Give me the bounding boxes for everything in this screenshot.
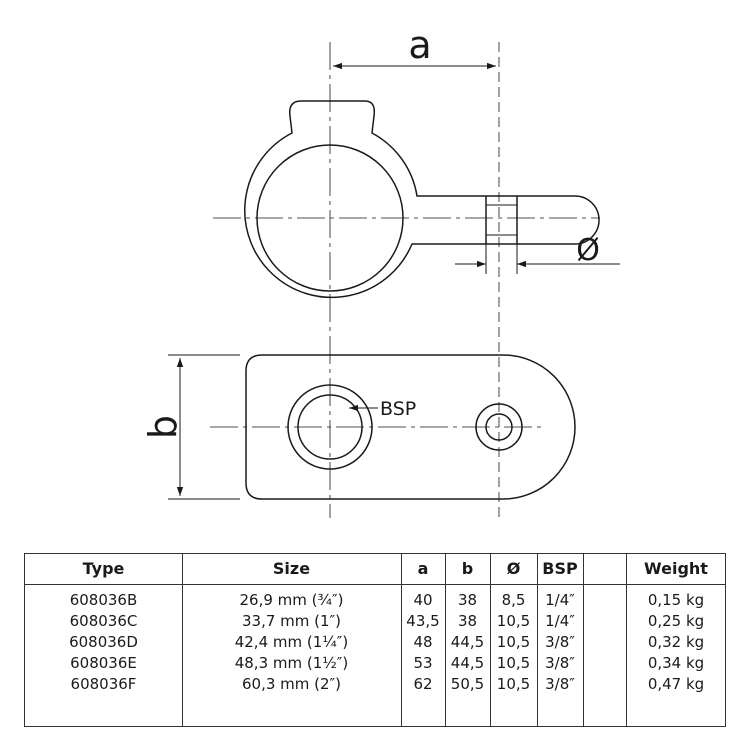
cell-size: 60,3 mm (2″) — [241, 675, 341, 693]
cell-diameter: 10,5 — [496, 654, 531, 672]
cell-size: 26,9 mm (¾″) — [239, 591, 344, 609]
col-divider — [401, 554, 402, 726]
cell-b: 50,5 — [450, 675, 485, 693]
cell-type: 608036D — [69, 633, 138, 651]
cell-a: 48 — [413, 633, 433, 651]
dim-d-label: Ø — [576, 233, 600, 268]
cell-type: 608036B — [69, 591, 138, 609]
table-row: 608036B 26,9 mm (¾″) 40 38 8,5 1/4″ 0,15… — [25, 590, 725, 611]
bsp-label: BSP — [380, 398, 416, 420]
cell-bsp: 3/8″ — [545, 675, 575, 693]
col-divider — [537, 554, 538, 726]
header-a: a — [417, 559, 429, 578]
cell-weight: 0,47 kg — [647, 675, 705, 693]
table-row: 608036F 60,3 mm (2″) 62 50,5 10,5 3/8″ 0… — [25, 674, 725, 695]
technical-drawing: a b Ø BSP — [141, 23, 620, 520]
header-bsp: BSP — [542, 559, 578, 578]
col-divider — [583, 554, 584, 726]
header-diameter: Ø — [506, 559, 521, 578]
top-view-outline — [244, 100, 600, 299]
cell-bsp: 1/4″ — [545, 612, 575, 630]
cell-diameter: 10,5 — [496, 612, 531, 630]
cell-a: 53 — [413, 654, 433, 672]
cell-weight: 0,34 kg — [647, 654, 705, 672]
cell-bsp: 1/4″ — [545, 591, 575, 609]
center-lines — [210, 42, 600, 520]
dim-b-label: b — [141, 415, 185, 439]
header-divider — [25, 584, 725, 585]
cell-b: 38 — [457, 612, 478, 630]
col-divider — [626, 554, 627, 726]
cell-diameter: 10,5 — [496, 633, 531, 651]
cell-weight: 0,32 kg — [647, 633, 705, 651]
header-b: b — [461, 559, 474, 578]
cell-type: 608036C — [69, 612, 138, 630]
table-row: 608036E 48,3 mm (1½″) 53 44,5 10,5 3/8″ … — [25, 653, 725, 674]
dimensions — [168, 62, 620, 500]
cell-a: 62 — [413, 675, 433, 693]
col-divider — [445, 554, 446, 726]
header-type: Type — [82, 559, 125, 578]
table-row: 608036D 42,4 mm (1¼″) 48 44,5 10,5 3/8″ … — [25, 632, 725, 653]
cell-size: 48,3 mm (1½″) — [234, 654, 349, 672]
header-size: Size — [272, 559, 311, 578]
spec-table: Type Size a b Ø BSP Weight 608036B 26,9 … — [24, 553, 726, 727]
cell-weight: 0,15 kg — [647, 591, 705, 609]
cell-type: 608036E — [70, 654, 137, 672]
cell-size: 42,4 mm (1¼″) — [234, 633, 349, 651]
col-divider — [490, 554, 491, 726]
cell-size: 33,7 mm (1″) — [241, 612, 341, 630]
dim-a-label: a — [408, 23, 431, 67]
header-weight: Weight — [644, 559, 708, 578]
cell-b: 44,5 — [450, 654, 485, 672]
cell-b: 44,5 — [450, 633, 485, 651]
top-view — [244, 100, 600, 299]
table-row: 608036C 33,7 mm (1″) 43,5 38 10,5 1/4″ 0… — [25, 611, 725, 632]
cell-a: 43,5 — [406, 612, 440, 630]
cell-weight: 0,25 kg — [647, 612, 705, 630]
cell-b: 38 — [457, 591, 478, 609]
bottom-view-outline — [245, 354, 576, 500]
dimension-labels: a b Ø BSP — [141, 23, 600, 439]
cell-a: 40 — [413, 591, 433, 609]
cell-bsp: 3/8″ — [545, 633, 575, 651]
cell-diameter: 10,5 — [496, 675, 531, 693]
cell-diameter: 8,5 — [501, 591, 526, 609]
cell-bsp: 3/8″ — [545, 654, 575, 672]
col-divider — [182, 554, 183, 726]
cell-type: 608036F — [70, 675, 137, 693]
